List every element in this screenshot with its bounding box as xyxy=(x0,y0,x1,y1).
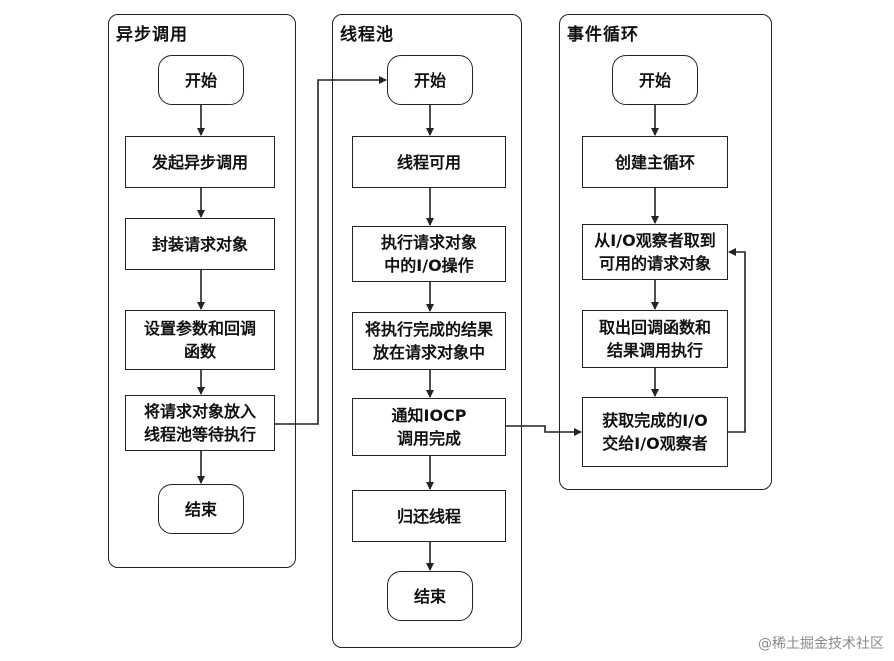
lane-async-call: 异步调用 xyxy=(108,14,296,568)
async-initiate-node: 发起异步调用 xyxy=(125,136,275,188)
loop-run-callback-node: 取出回调函数和 结果调用执行 xyxy=(582,310,728,368)
async-enqueue-node: 将请求对象放入 线程池等待执行 xyxy=(125,395,275,451)
pool-return-thread-node: 归还线程 xyxy=(352,490,506,542)
async-start-node: 开始 xyxy=(158,55,244,105)
lane-async-call-title: 异步调用 xyxy=(116,25,188,45)
pool-execute-io-node: 执行请求对象 中的I/O操作 xyxy=(352,226,506,282)
loop-start-node: 开始 xyxy=(612,55,698,105)
pool-store-result-node: 将执行完成的结果 放在请求对象中 xyxy=(352,312,506,370)
async-set-params-node: 设置参数和回调 函数 xyxy=(125,310,275,370)
pool-end-node: 结束 xyxy=(387,571,473,621)
loop-fetch-request-node: 从I/O观察者取到 可用的请求对象 xyxy=(582,224,728,280)
pool-start-node: 开始 xyxy=(387,55,473,105)
pool-notify-iocp-node: 通知IOCP 调用完成 xyxy=(352,398,506,456)
loop-obtain-io-node: 获取完成的I/O 交给I/O观察者 xyxy=(582,397,728,467)
lane-thread-pool-title: 线程池 xyxy=(340,25,394,45)
async-end-node: 结束 xyxy=(158,484,244,534)
pool-thread-available-node: 线程可用 xyxy=(352,136,506,188)
loop-create-main-node: 创建主循环 xyxy=(582,136,728,188)
lane-event-loop-title: 事件循环 xyxy=(567,25,639,45)
watermark-label: @稀土掘金技术社区 xyxy=(758,636,884,652)
async-wrap-request-node: 封装请求对象 xyxy=(125,218,275,270)
